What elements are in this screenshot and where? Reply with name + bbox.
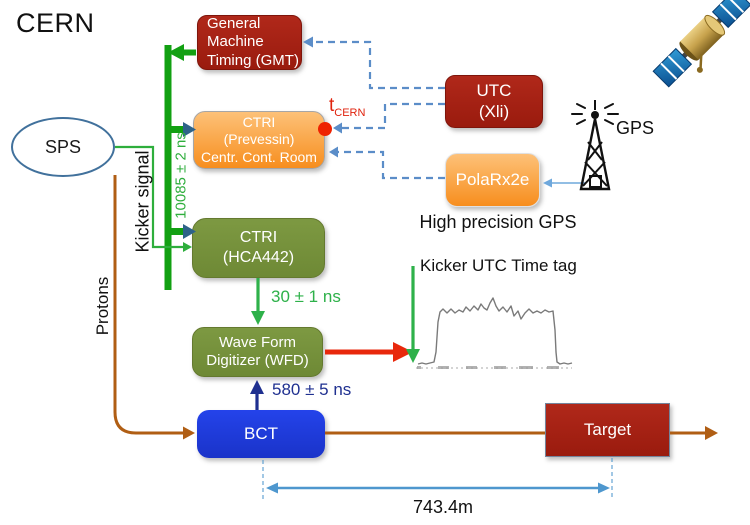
antenna-to-polarx-arrow [543,178,585,188]
kicker-signal-label: Kicker signal [132,150,153,253]
bct-to-wfd-arrow [250,380,264,410]
kicker-pulse-waveform [416,297,573,369]
dashed-arrowhead-prevessin [329,146,338,158]
gps-satellite-icon [652,0,750,88]
gmt-left-arrowhead [168,44,184,61]
utc-box: UTC (Xli) [445,75,543,128]
ctri-hca442-line-1: CTRI [239,229,278,247]
ctri-hca442-line-2: (HCA442) [222,249,295,266]
polarx2e-label: PolaRx2e [455,169,530,189]
protons-line [113,175,718,440]
dashed-utc-to-gmt [312,40,445,90]
distance-743m-label: 743.4m [412,497,474,517]
kicker-utc-time-tag-label: Kicker UTC Time tag [420,256,577,275]
protons-label: Protons [93,276,112,336]
target-label: Target [583,419,632,439]
sps-ellipse: SPS [11,117,115,177]
wfd-line-1: Wave Form [219,333,296,351]
dashed-arrowhead-gmt [303,36,313,48]
gps-label: GPS [616,118,655,138]
ctri-hca442-box: CTRI (HCA442) [192,218,325,278]
ctri-to-wfd-arrow [251,278,265,325]
gmt-line-1: General [207,15,261,33]
ctri-prevessin-line-3: Centr. Cont. Room [201,148,317,165]
bct-box: BCT [197,410,325,458]
ctri-prevessin-line-1: CTRI [242,114,276,131]
wfd-box: Wave Form Digitizer (WFD) [192,327,323,377]
t-cern-label: tCERN [329,95,365,119]
gmt-box: General Machine Timing (GMT) [197,15,302,70]
t-cern-subscript: CERN [334,106,366,119]
dashed-polarx-to-prevessin [336,150,445,180]
t-cern-base: t [329,95,335,116]
wfd-output-arrow [325,342,413,362]
polarx2e-box: PolaRx2e [445,153,540,207]
gmt-line-2: Machine [207,33,264,51]
page-title: CERN [16,8,95,38]
gps-antenna-icon [571,100,619,191]
target-box: Target [545,403,670,457]
delay-580ns-label: 580 ± 5 ns [272,380,352,399]
ctri-prevessin-line-2: (Prevessin) [223,131,295,148]
ctri-prevessin-box: CTRI (Prevessin) Centr. Cont. Room [193,111,325,169]
sps-label: SPS [44,136,82,157]
high-precision-gps-label: High precision GPS [419,212,577,232]
gmt-line-3: Timing (GMT) [207,51,299,69]
kicker-utc-tag-arrow [406,266,420,363]
utc-line-2: (Xli) [478,101,510,121]
bct-label: BCT [244,423,278,443]
delay-30ns-label: 30 ± 1 ns [271,287,341,306]
delay-10085-label: 10085 ± 2 ns [172,132,190,219]
utc-line-1: UTC [476,80,512,100]
dashed-arrowhead-tcern [333,122,342,134]
distance-measure [262,458,613,500]
wfd-line-2: Digitizer (WFD) [206,352,309,369]
